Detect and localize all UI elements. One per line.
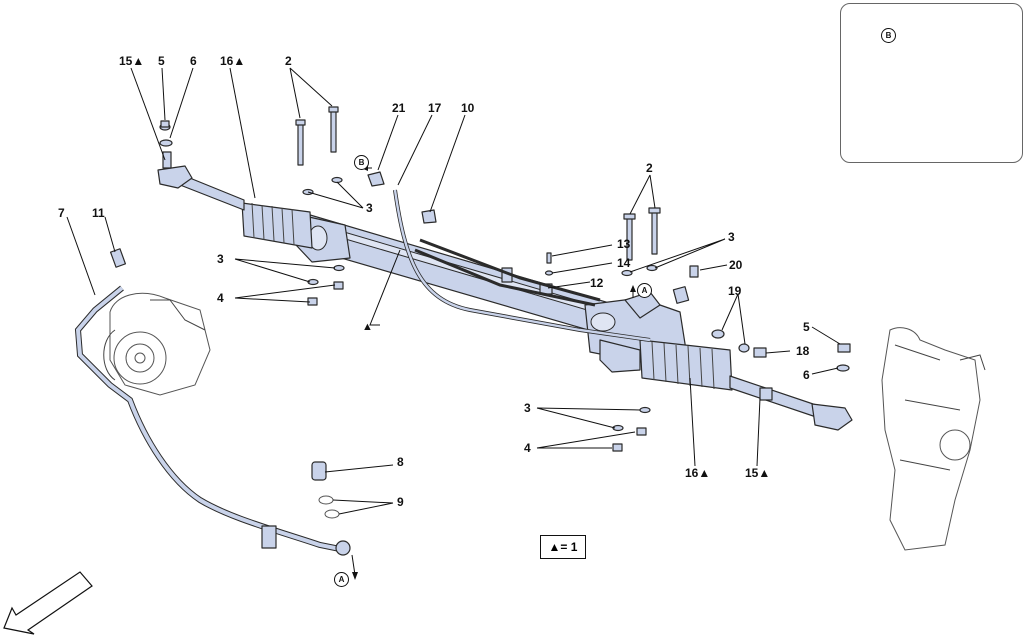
label-15-right: 15▲ [745, 466, 771, 480]
callout-a-hose: A [334, 572, 349, 587]
label-16-left: 16▲ [220, 54, 246, 68]
label-13: 13 [617, 237, 631, 251]
label-4-left: 4 [217, 291, 224, 305]
left-boot [241, 202, 313, 249]
label-5-left: 5 [158, 54, 165, 68]
left-tie-rod [157, 151, 245, 211]
label-triangle: ▲ [362, 321, 373, 333]
label-15-left: 15▲ [119, 54, 145, 68]
label-3-bottom: 3 [524, 401, 531, 415]
label-2-left: 2 [285, 54, 292, 68]
legend-box: ▲= 1 [540, 535, 586, 559]
label-19: 19 [728, 284, 742, 298]
label-9: 9 [397, 495, 404, 509]
label-2-right: 2 [646, 161, 653, 175]
label-21: 21 [392, 101, 406, 115]
label-11: 11 [92, 206, 105, 220]
inset-view: B [840, 3, 1023, 163]
right-tie-rod [729, 375, 853, 431]
label-10: 10 [461, 101, 475, 115]
label-8: 8 [397, 455, 404, 469]
right-boot [639, 339, 733, 391]
label-20: 20 [729, 258, 743, 272]
label-16-right: 16▲ [685, 466, 711, 480]
label-18: 18 [796, 344, 810, 358]
direction-arrow [3, 571, 93, 635]
pressure-hose [74, 248, 351, 556]
label-6-left: 6 [190, 54, 197, 68]
label-17: 17 [428, 101, 442, 115]
fasteners [159, 106, 851, 519]
label-3-left: 3 [217, 252, 224, 266]
power-steering-pump [103, 292, 211, 396]
label-7: 7 [58, 206, 65, 220]
callout-b-main: B [354, 155, 369, 170]
label-6-right: 6 [803, 368, 810, 382]
label-3-top: 3 [366, 201, 373, 215]
label-5-right: 5 [803, 320, 810, 334]
callout-b-inset: B [881, 28, 896, 43]
steering-knuckle [881, 327, 986, 551]
callout-a-main: A [637, 283, 652, 298]
label-14: 14 [617, 256, 631, 270]
label-4-bottom: 4 [524, 441, 531, 455]
label-12: 12 [590, 276, 604, 290]
label-3-right: 3 [728, 230, 735, 244]
